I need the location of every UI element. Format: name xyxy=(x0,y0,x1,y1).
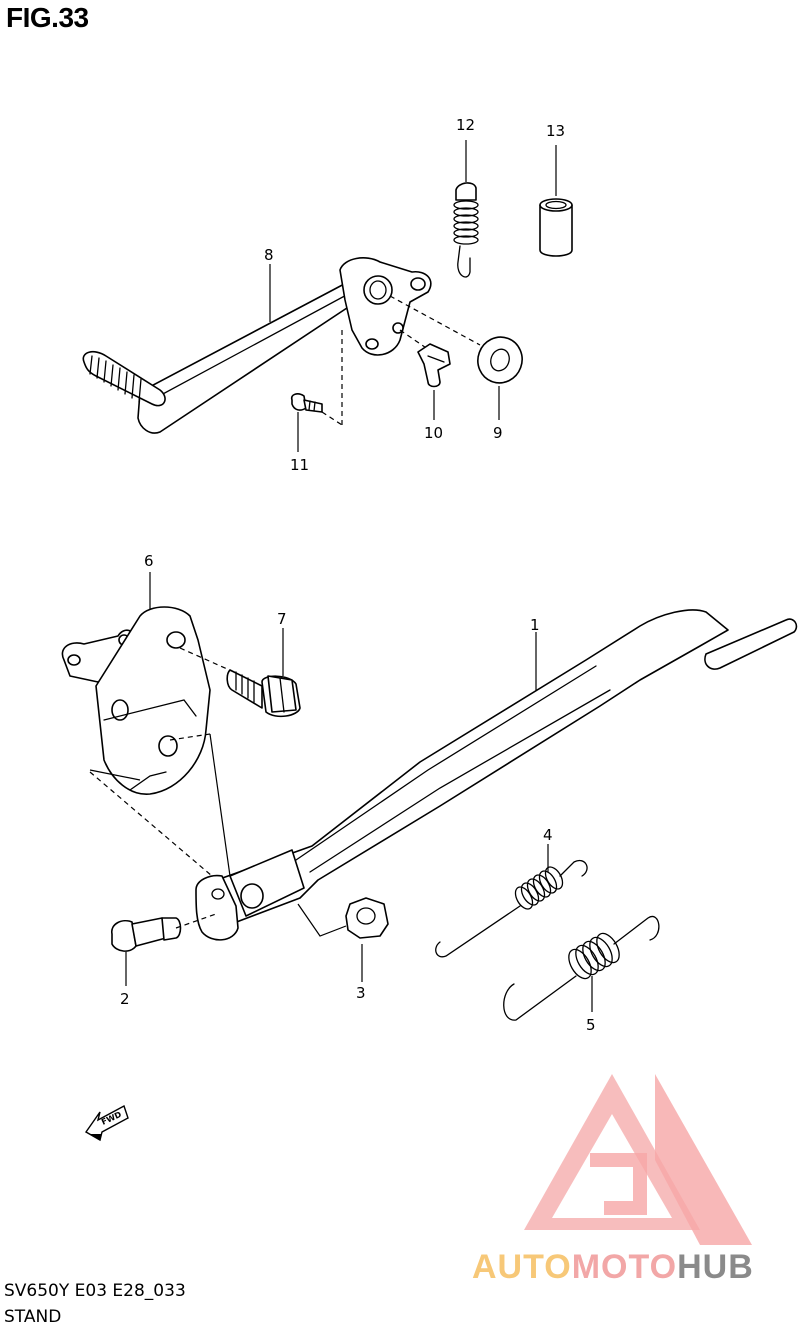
section-name: STAND xyxy=(4,1307,62,1327)
part-12-spring[interactable] xyxy=(453,140,479,278)
assembly-line-top xyxy=(321,295,481,426)
watermark-logo: AUTOMOTOHUB xyxy=(472,1074,754,1286)
callout-8: 8 xyxy=(264,246,274,264)
part-1-side-stand[interactable] xyxy=(195,609,798,941)
callout-13: 13 xyxy=(546,122,565,140)
part-11-bolt[interactable] xyxy=(290,393,323,452)
part-9-washer[interactable] xyxy=(471,331,528,420)
watermark-auto: AUTO xyxy=(472,1248,572,1286)
leader-6-stud xyxy=(209,733,231,877)
callout-6: 6 xyxy=(144,552,154,570)
part-6-bracket[interactable] xyxy=(61,572,211,795)
callout-7: 7 xyxy=(277,610,287,628)
callout-12: 12 xyxy=(456,116,475,134)
part-3-nut[interactable] xyxy=(345,897,389,982)
part-2-stand-bolt[interactable] xyxy=(111,917,182,986)
callout-5: 5 xyxy=(586,1016,596,1034)
part-7-flange-bolt[interactable] xyxy=(226,628,301,718)
callout-labels: 1 2 3 4 5 6 7 8 9 10 11 12 13 xyxy=(120,116,596,1034)
callout-1: 1 xyxy=(530,616,540,634)
watermark-moto: MOTO xyxy=(572,1248,677,1286)
callout-3: 3 xyxy=(356,984,366,1002)
part-10-clip[interactable] xyxy=(417,343,451,420)
assembly-line-middle xyxy=(89,647,235,877)
callout-4: 4 xyxy=(543,826,553,844)
callout-2: 2 xyxy=(120,990,130,1008)
part-13-bushing[interactable] xyxy=(539,145,573,257)
watermark-hub: HUB xyxy=(677,1248,754,1286)
callout-11: 11 xyxy=(290,456,309,474)
part-8-brake-pedal[interactable] xyxy=(82,257,432,434)
figure-title: FIG.33 xyxy=(6,2,89,33)
svg-text:AUTOMOTOHUB: AUTOMOTOHUB xyxy=(472,1248,754,1286)
assembly-line-nut-3 xyxy=(297,903,347,937)
assembly-line-bolt-2 xyxy=(175,913,217,929)
callout-10: 10 xyxy=(424,424,443,442)
callout-9: 9 xyxy=(493,424,503,442)
part-5-spring[interactable] xyxy=(503,915,660,1021)
part-4-spring[interactable] xyxy=(435,844,588,958)
leader-6-lower xyxy=(89,769,141,781)
model-code: SV650Y E03 E28_033 xyxy=(4,1281,186,1301)
fwd-arrow-icon: FWD xyxy=(84,1104,129,1142)
